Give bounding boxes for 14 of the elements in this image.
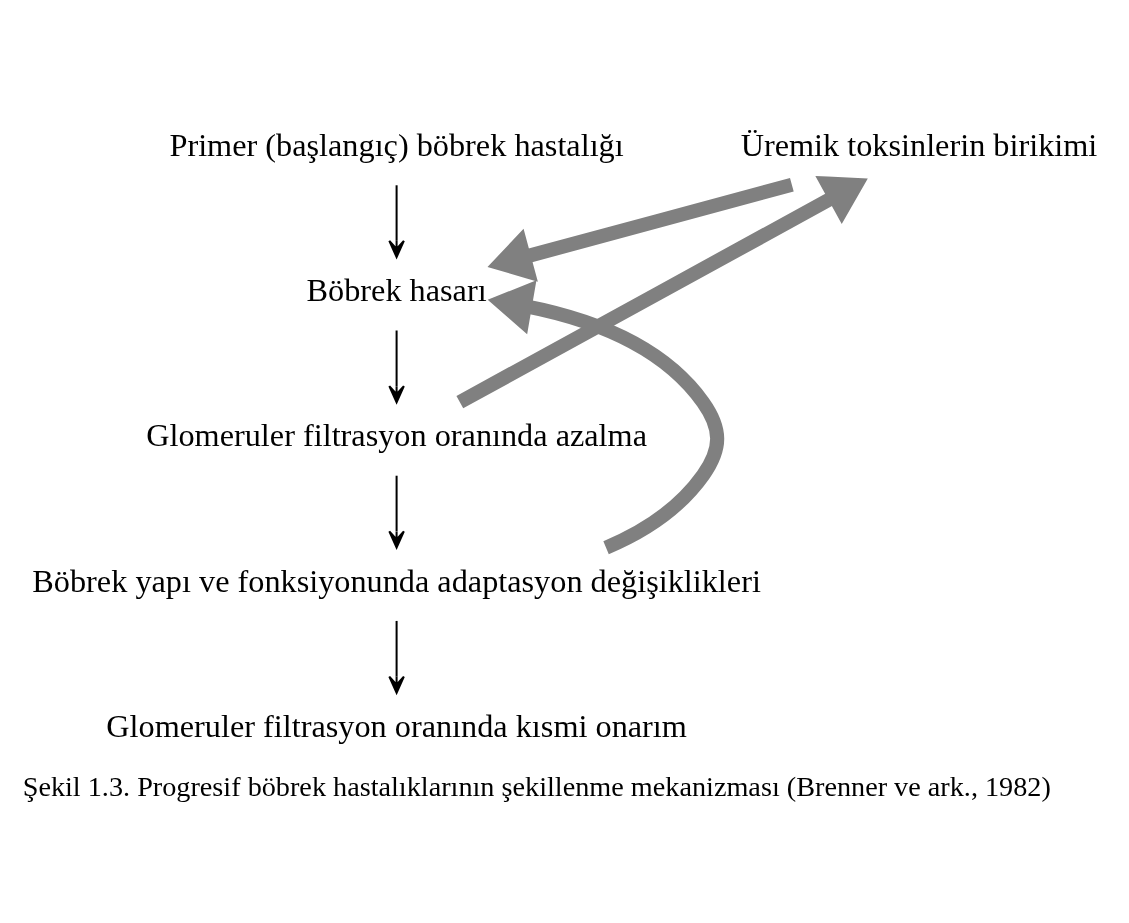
arrow (487, 279, 725, 554)
arrow (487, 177, 794, 282)
arrow (388, 620, 405, 694)
arrow (388, 184, 405, 258)
arrow (388, 475, 405, 549)
arrow (456, 175, 868, 408)
node-text: Üremik toksinlerin birikimi (740, 126, 1098, 163)
node-text: Glomeruler filtrasyon oranında kısmi onarım (106, 707, 687, 744)
arrow (388, 330, 405, 403)
caption: Şekil 1.3. Progresif böbrek hastalıklarının şekillenme mekanizması (Brenner ve ark., 1982) (22, 770, 1051, 802)
node-text: Primer (başlangıç) böbrek hastalığı (169, 126, 624, 163)
node-text: Böbrek hasarı (306, 271, 487, 308)
node-text: Glomeruler filtrasyon oranında azalma (146, 416, 647, 453)
node-text: Böbrek yapı ve fonksiyonunda adaptasyon değişiklikleri (32, 562, 761, 599)
